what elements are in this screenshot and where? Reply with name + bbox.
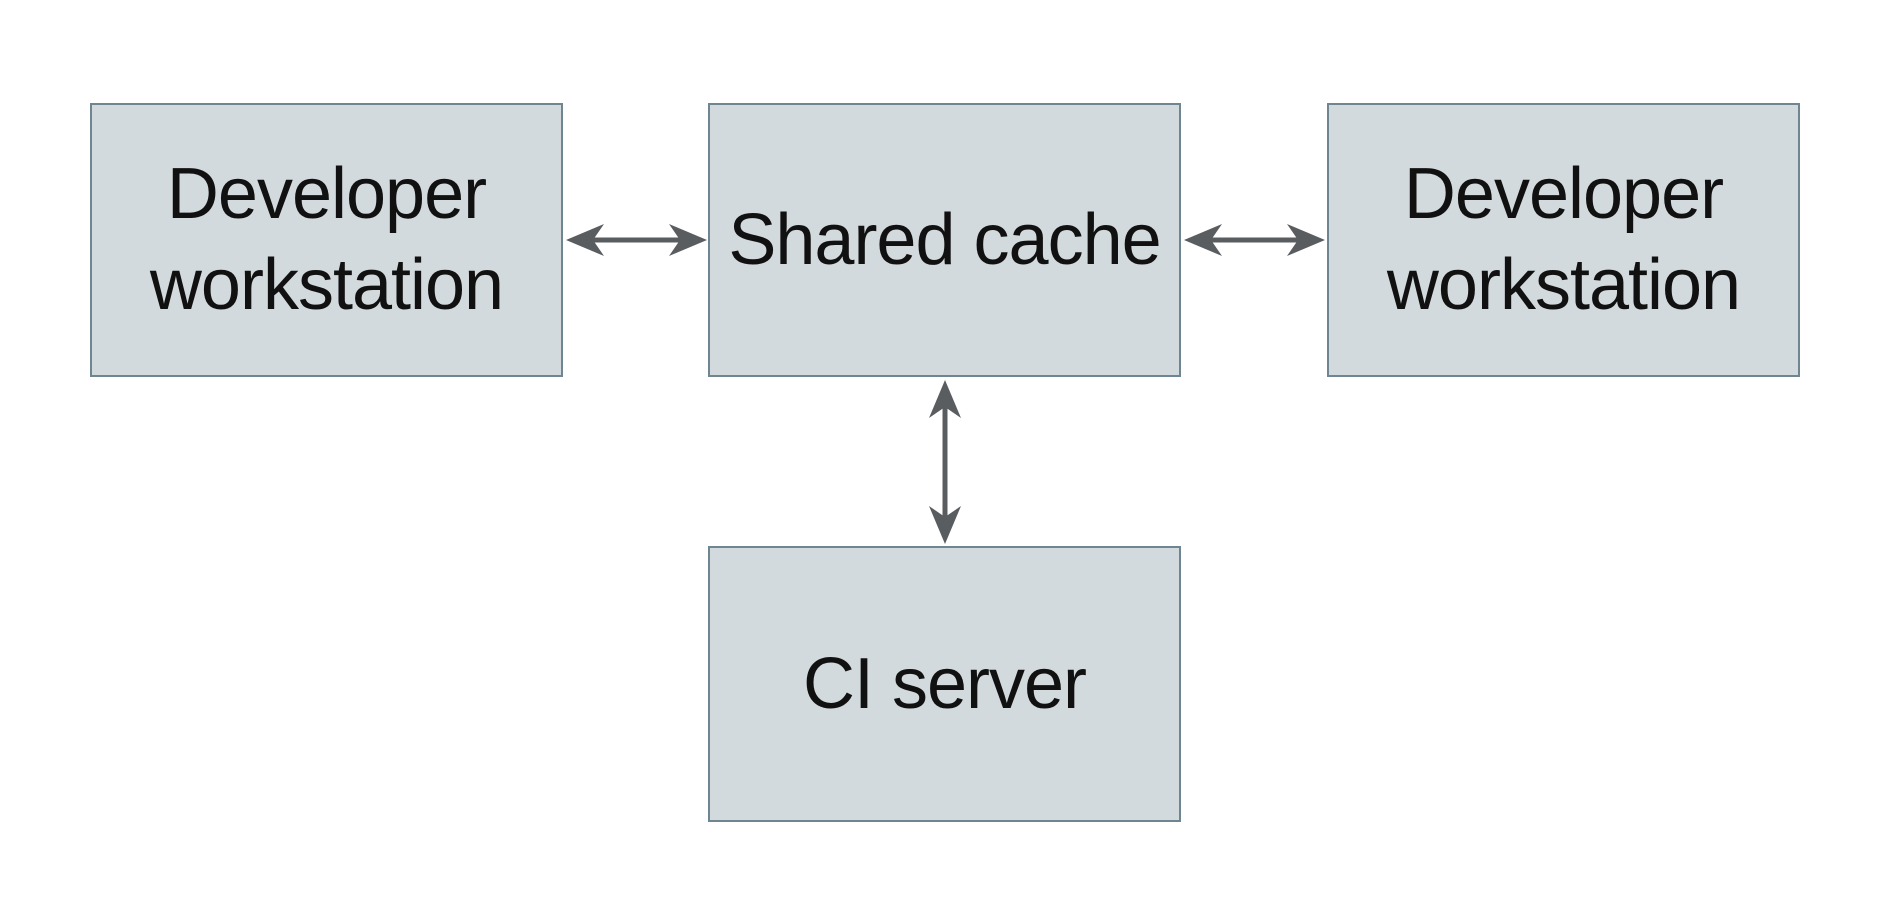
node-developer-workstation-left: Developer workstation — [90, 103, 563, 377]
node-label-developer-workstation-left: Developer workstation — [149, 154, 504, 325]
node-ci-server: CI server — [708, 546, 1181, 822]
node-developer-workstation-right: Developer workstation — [1327, 103, 1800, 377]
node-label-shared-cache: Shared cache — [728, 199, 1161, 280]
node-label-developer-workstation-right: Developer workstation — [1386, 154, 1741, 325]
node-shared-cache: Shared cache — [708, 103, 1181, 377]
bidirectional-arrow-left-cache-icon — [566, 224, 707, 256]
node-label-ci-server: CI server — [802, 643, 1087, 724]
bidirectional-arrow-cache-ci-icon — [929, 380, 961, 544]
bidirectional-arrow-cache-right-icon — [1184, 224, 1325, 256]
